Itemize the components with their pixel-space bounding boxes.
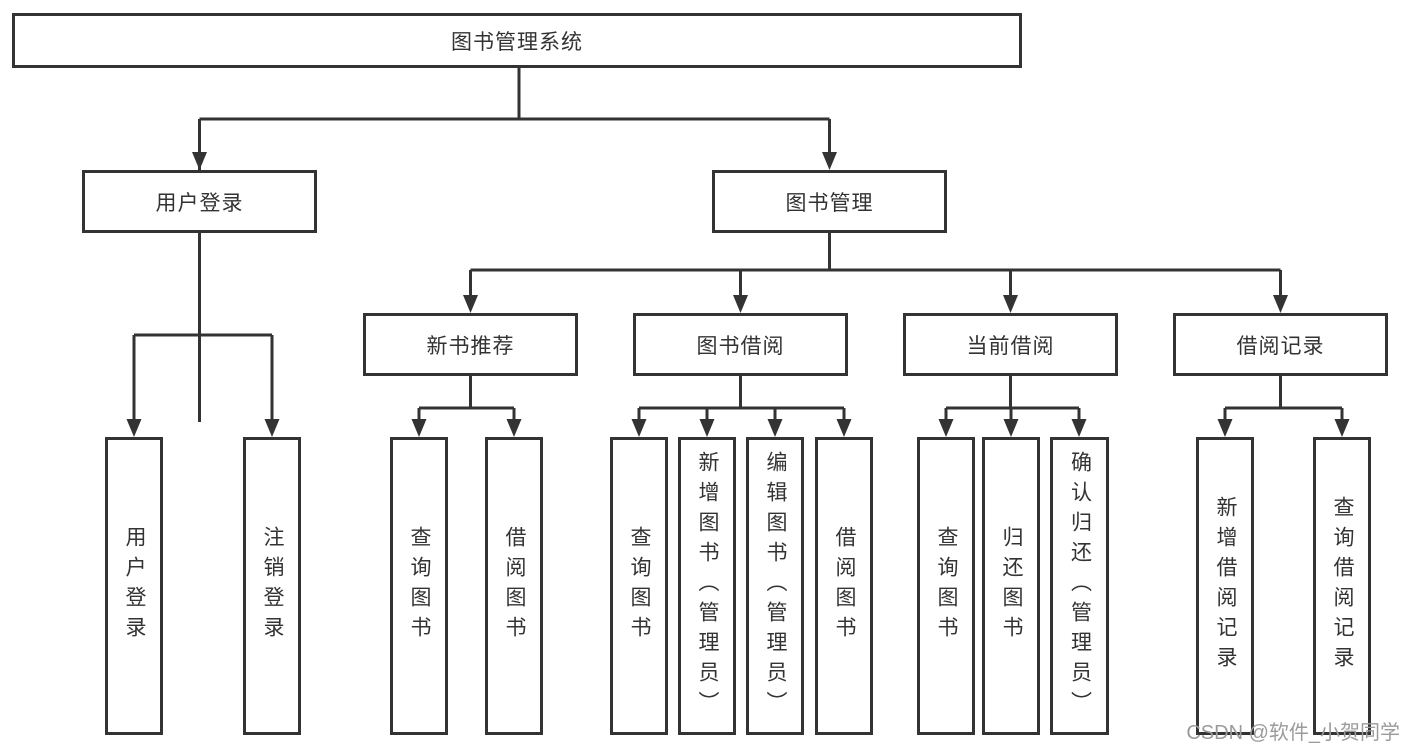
- node-book-management-label: 图书管理: [785, 191, 874, 215]
- leaf-confirm-return-admin-label: 确认归还（管理员）: [1068, 451, 1092, 721]
- leaf-borrow-book-recommend: 借阅图书: [485, 437, 543, 735]
- node-user-login: 用户登录: [82, 170, 317, 233]
- edge-current-borrow-to-leaves: [944, 375, 1081, 422]
- leaf-logout-login-label: 注销登录: [261, 526, 284, 646]
- leaf-query-borrow-record-label: 查询借阅记录: [1331, 496, 1354, 676]
- edge-book-borrow-to-leaves: [637, 375, 846, 422]
- arrowhead: [126, 419, 142, 437]
- leaf-borrow-book: 借阅图书: [815, 437, 873, 735]
- arrowhead: [1273, 295, 1288, 313]
- leaf-confirm-return-admin: 确认归还（管理员）: [1050, 437, 1109, 735]
- leaf-add-book-admin-label: 新增图书（管理员）: [696, 451, 719, 721]
- arrowhead: [699, 419, 715, 437]
- leaf-borrow-book-recommend-label: 借阅图书: [503, 526, 526, 646]
- arrowhead: [1217, 419, 1233, 437]
- leaf-return-book-label: 归还图书: [1000, 526, 1023, 646]
- edge-book-management-to-level3: [469, 232, 1282, 298]
- leaf-user-login: 用户登录: [105, 437, 163, 735]
- leaf-query-borrow-record: 查询借阅记录: [1313, 437, 1371, 735]
- leaf-add-borrow-record-label: 新增借阅记录: [1214, 496, 1237, 676]
- arrowhead: [631, 419, 647, 437]
- leaf-add-borrow-record: 新增借阅记录: [1196, 437, 1254, 735]
- leaf-query-book-recommend-label: 查询图书: [408, 526, 431, 646]
- node-book-management: 图书管理: [712, 170, 947, 233]
- arrowhead: [463, 295, 478, 313]
- node-book-borrow-label: 图书借阅: [696, 334, 785, 358]
- arrowhead: [1003, 295, 1018, 313]
- node-new-book-recommend-label: 新书推荐: [426, 334, 515, 358]
- arrowhead: [938, 419, 954, 437]
- leaf-query-book-recommend: 查询图书: [390, 437, 448, 735]
- arrowhead: [1334, 419, 1350, 437]
- node-current-borrow: 当前借阅: [903, 313, 1118, 376]
- node-root-label: 图书管理系统: [451, 30, 583, 54]
- node-borrow-record-label: 借阅记录: [1236, 334, 1325, 358]
- arrowhead: [822, 152, 837, 170]
- arrowhead: [506, 419, 522, 437]
- leaf-user-login-label: 用户登录: [123, 526, 146, 646]
- node-current-borrow-label: 当前借阅: [966, 334, 1055, 358]
- leaf-add-book-admin: 新增图书（管理员）: [678, 437, 736, 735]
- leaf-edit-book-admin: 编辑图书（管理员）: [746, 437, 804, 735]
- node-root: 图书管理系统: [12, 13, 1022, 68]
- leaf-borrow-book-label: 借阅图书: [833, 526, 856, 646]
- leaf-logout-login: 注销登录: [243, 437, 301, 735]
- arrowhead: [411, 419, 427, 437]
- edge-new-book-recommend-to-leaves: [417, 375, 516, 422]
- node-book-borrow: 图书借阅: [633, 313, 848, 376]
- watermark: CSDN @软件_小贺同学: [1186, 722, 1400, 744]
- node-borrow-record: 借阅记录: [1173, 313, 1388, 376]
- node-user-login-label: 用户登录: [155, 191, 244, 215]
- leaf-edit-book-admin-label: 编辑图书（管理员）: [764, 451, 787, 721]
- leaf-return-book: 归还图书: [982, 437, 1040, 735]
- arrowhead: [836, 419, 852, 437]
- leaf-query-book-borrow: 查询图书: [610, 437, 668, 735]
- node-new-book-recommend: 新书推荐: [363, 313, 578, 376]
- arrowhead: [733, 295, 748, 313]
- leaf-query-book-borrow-label: 查询图书: [628, 526, 651, 646]
- edge-user-login-to-leaves: [132, 233, 274, 422]
- arrowhead: [192, 152, 207, 170]
- arrowhead: [1003, 419, 1019, 437]
- arrowhead: [767, 419, 783, 437]
- edge-root-to-level2: [198, 68, 831, 422]
- edge-borrow-record-to-leaves: [1223, 375, 1344, 422]
- arrowhead: [264, 419, 280, 437]
- leaf-query-book-current-label: 查询图书: [935, 526, 958, 646]
- arrowhead: [1071, 419, 1087, 437]
- leaf-query-book-current: 查询图书: [917, 437, 975, 735]
